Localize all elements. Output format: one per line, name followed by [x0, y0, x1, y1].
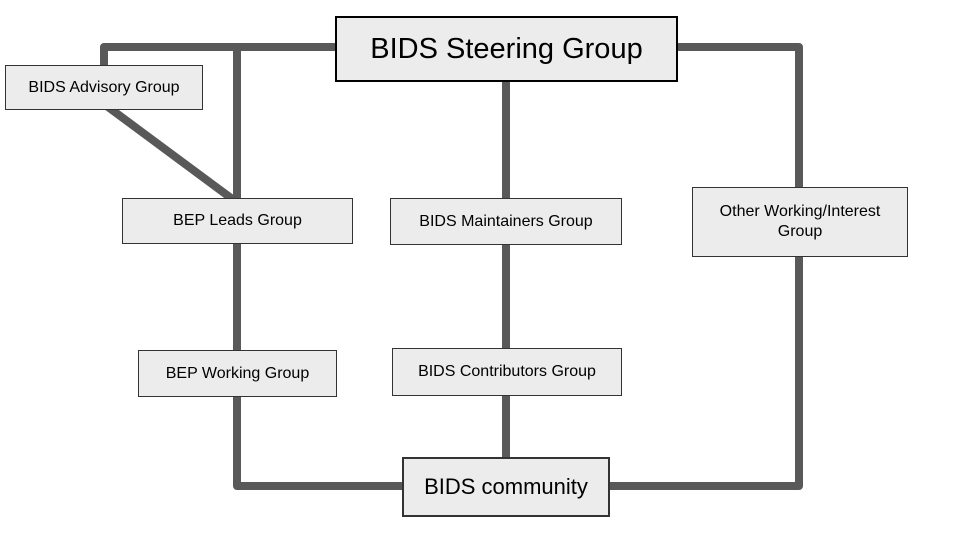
node-bids-advisory-group: BIDS Advisory Group — [5, 65, 203, 110]
connector-advisory-bepleads — [101, 100, 238, 205]
connector-steering-community-right — [609, 43, 803, 490]
node-label: BEP Working Group — [165, 364, 310, 382]
node-other-working-interest-group: Other Working/Interest Group — [692, 187, 908, 257]
node-label: Other Working/Interest Group — [719, 203, 881, 240]
node-bids-community: BIDS community — [402, 457, 610, 517]
node-bep-working-group: BEP Working Group — [138, 350, 337, 397]
node-bids-maintainers-group: BIDS Maintainers Group — [390, 198, 622, 245]
node-label: BIDS Maintainers Group — [419, 212, 593, 230]
node-label: BIDS community — [424, 474, 588, 500]
node-bep-leads-group: BEP Leads Group — [122, 198, 353, 244]
connector-bepleads-community — [233, 241, 403, 490]
node-label: BIDS Contributors Group — [418, 363, 596, 380]
node-bids-contributors-group: BIDS Contributors Group — [392, 348, 622, 396]
node-label: BIDS Steering Group — [370, 32, 643, 65]
node-bids-steering-group: BIDS Steering Group — [335, 16, 678, 82]
node-label: BEP Leads Group — [173, 212, 302, 229]
node-label: BIDS Advisory Group — [28, 78, 180, 96]
